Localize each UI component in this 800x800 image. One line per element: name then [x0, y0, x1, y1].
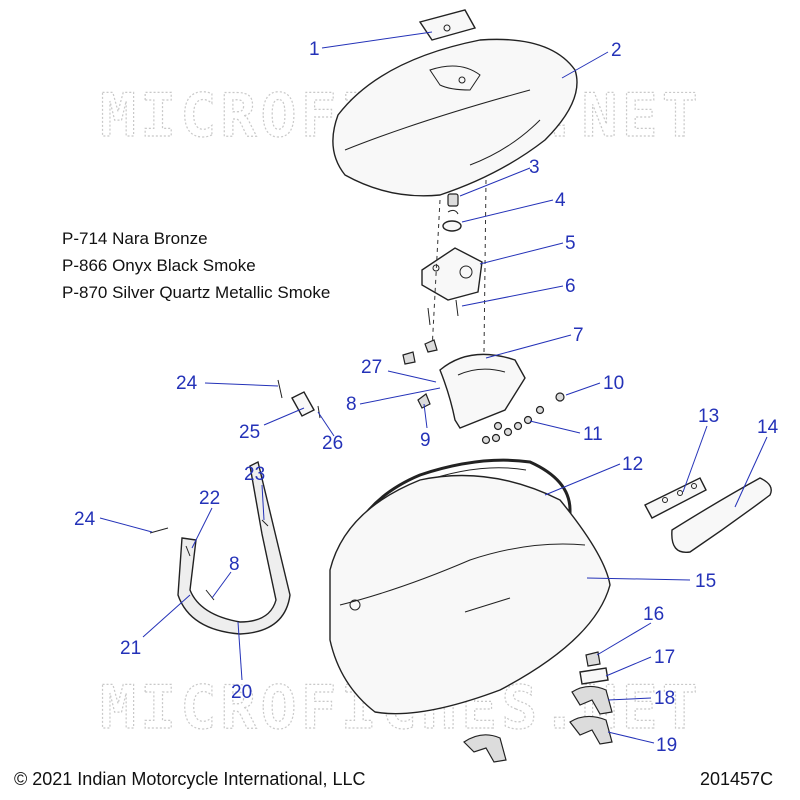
callout-13: 13: [698, 406, 719, 427]
part-lid: [332, 38, 578, 197]
part-grommet: [402, 351, 416, 365]
part-trim-strip: [671, 477, 772, 554]
part-mount-block: [569, 715, 613, 745]
callout-19: 19: [656, 735, 677, 756]
part-mount-block: [571, 685, 613, 715]
part-bolt-small: [585, 651, 601, 667]
part-hinge-plate: [439, 353, 526, 429]
callout-7: 7: [573, 325, 584, 346]
callout-11: 11: [583, 424, 603, 445]
callout-1: 1: [309, 39, 320, 60]
guide-line: [483, 179, 487, 353]
callout-25: 25: [239, 422, 260, 443]
callout-14: 14: [757, 417, 779, 438]
part-saddlebag: [329, 474, 611, 715]
callout-2: 2: [611, 40, 622, 61]
part-nut-row: [481, 405, 545, 445]
part-clip: [417, 393, 431, 409]
callout-10: 10: [603, 373, 624, 394]
callout-5: 5: [565, 233, 576, 254]
callout-12: 12: [622, 454, 643, 475]
part-mount-block: [463, 734, 507, 763]
part-hardware-upper: [277, 379, 321, 419]
part-spacer: [579, 667, 609, 685]
callout-9: 9: [420, 430, 431, 451]
part-screw: [427, 299, 459, 326]
diagram-code: 201457C: [700, 769, 774, 789]
callout-8b: 8: [229, 554, 240, 575]
color-note: P-866 Onyx Black Smoke: [62, 256, 256, 275]
color-note: P-714 Nara Bronze: [62, 229, 208, 248]
callout-24b: 24: [74, 509, 96, 530]
callout-22: 22: [199, 488, 220, 509]
part-latch: [421, 247, 483, 301]
callout-15: 15: [695, 571, 716, 592]
callout-20: 20: [231, 682, 252, 703]
callout-3: 3: [529, 157, 540, 178]
part-bolt: [447, 193, 459, 207]
callout-18: 18: [654, 688, 675, 709]
part-washer: [442, 209, 462, 232]
callout-23: 23: [244, 464, 265, 485]
part-nut: [555, 392, 565, 402]
callout-26: 26: [322, 433, 343, 454]
callout-8: 8: [346, 394, 357, 415]
part-plate: [644, 477, 707, 519]
part-grommet: [424, 339, 438, 353]
part-mount-bracket: [149, 460, 291, 635]
callout-16: 16: [643, 604, 664, 625]
guide-line: [431, 199, 441, 351]
copyright-text: © 2021 Indian Motorcycle International, …: [14, 769, 366, 789]
callout-27: 27: [361, 357, 382, 378]
callout-4: 4: [555, 190, 566, 211]
callout-17: 17: [654, 647, 675, 668]
callout-6: 6: [565, 276, 576, 297]
callout-24: 24: [176, 373, 198, 394]
callout-21: 21: [120, 638, 141, 659]
part-emblem: [418, 9, 477, 41]
leader-lines: [99, 31, 768, 744]
color-note: P-870 Silver Quartz Metallic Smoke: [62, 283, 331, 302]
